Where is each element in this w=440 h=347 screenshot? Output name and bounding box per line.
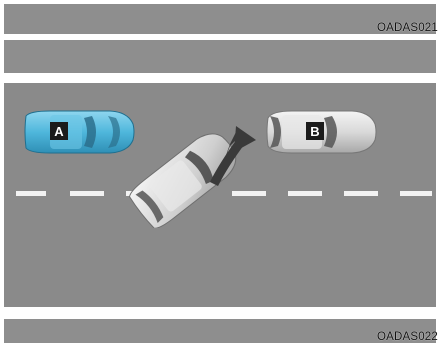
vehicle-a-label: A [50,122,68,140]
merging-vehicle-shape [124,124,262,228]
vehicle-a-shape [20,110,136,154]
merging-vehicle [124,124,262,228]
lane-marking [70,191,104,196]
lane-marking [400,191,432,196]
vehicle-b: B [264,110,378,154]
figure-code-bottom: OADAS022 [377,332,438,344]
vehicle-b-label: B [306,122,324,140]
lane-marking [16,191,46,196]
top-road-strip [4,4,436,34]
lane-marking [344,191,378,196]
upper-lane-strip [4,40,436,73]
lane-marking [288,191,322,196]
figure-code-top: OADAS021 [377,23,438,35]
bottom-road-strip [4,319,436,343]
vehicle-a: A [20,110,136,154]
